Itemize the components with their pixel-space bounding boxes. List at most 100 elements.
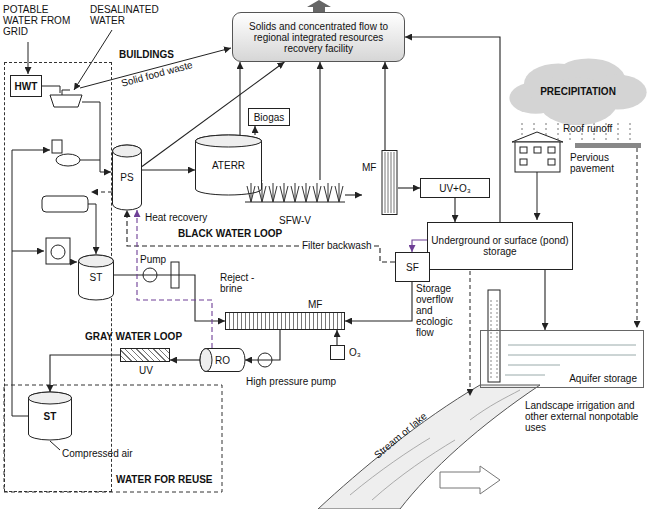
fixtures-part (51, 245, 65, 259)
stream-part (350, 390, 520, 500)
node-text: Underground or surface (pond) storage (428, 235, 572, 257)
flow-arrow (412, 240, 427, 252)
storage-tank-outline (29, 392, 72, 404)
reverse-osmosis-outline (200, 349, 212, 372)
flow-arrow (142, 169, 195, 170)
node-text: ATERR (212, 160, 245, 171)
reuse-region (4, 385, 222, 492)
membrane-filter: MF (362, 150, 398, 215)
precipitation-cloud-outline (538, 78, 617, 126)
drain-lines-part (70, 262, 77, 263)
reuse-lines-part (12, 251, 44, 252)
node-text: SF (406, 262, 419, 273)
roof-building-part (548, 147, 555, 153)
storage-tank-outline (79, 255, 114, 300)
storage-tank: ST (78, 255, 114, 300)
flow-arrow (50, 355, 120, 392)
flow-arrow (544, 270, 545, 330)
node-text: MF (362, 162, 376, 173)
ozone-box: O₃ (330, 345, 345, 360)
annotation-label: Landscape irrigation and other external … (525, 400, 643, 433)
tank-box: HWT (10, 75, 42, 97)
node-text: PRECIPITATION (540, 86, 616, 97)
fixtures-part (62, 90, 70, 95)
flow-arrow (384, 62, 385, 150)
annotation-label: Roof runoff (563, 123, 612, 134)
node-text: UV+O₃ (439, 183, 471, 194)
annotation-label: DESALINATED WATER (90, 4, 170, 26)
drain-lines-part (88, 204, 96, 254)
reverse-osmosis-outline (200, 349, 245, 372)
reactor-tank-outline (196, 135, 262, 147)
aquifer-water (488, 290, 636, 382)
annotation-label: Pump (140, 254, 166, 265)
roof-building-part (515, 142, 560, 172)
storage-box: Underground or surface (pond) storage (427, 222, 573, 270)
node-text: Biogas (254, 112, 285, 123)
fixtures-part (46, 238, 70, 264)
annotation-label: High pressure pump (246, 376, 336, 387)
node-text: MF (308, 299, 322, 310)
reuse-lines-part (12, 150, 50, 416)
recovery-box: Solids and concentrated flow to regional… (232, 12, 405, 62)
uv-box: UV (120, 348, 170, 362)
fixtures-part (52, 140, 62, 153)
membrane-filter-outline (385, 152, 394, 213)
flow-arrow (239, 62, 240, 135)
stream (318, 385, 540, 509)
membrane-filter-outline (362, 150, 398, 215)
membrane-filter-outline (382, 151, 397, 215)
roof-building-part (512, 132, 563, 142)
annotation-label: WATER FOR REUSE (116, 474, 212, 485)
annotation-label: GRAY WATER LOOP (85, 331, 182, 342)
flow-arrow (127, 210, 395, 262)
stream-part (318, 385, 540, 509)
sand-filter: SF (395, 252, 430, 282)
node-text: HWT (15, 81, 38, 92)
water-supply-lines-part (42, 86, 60, 93)
flow-arrow (398, 187, 420, 188)
drain-lines-part (80, 160, 100, 161)
tank-outline (113, 145, 142, 210)
roof-building (512, 132, 563, 220)
biogas-box: Biogas (248, 108, 290, 126)
flow-arrow (345, 282, 412, 321)
roof-building-part (537, 172, 538, 220)
export-arrow (307, 0, 331, 12)
node-text: O₃ (349, 347, 361, 358)
node-text: ST (44, 411, 57, 422)
fixtures-part (42, 196, 88, 212)
water-supply-lines-part (28, 42, 29, 74)
reactor-tank-outline (196, 135, 262, 195)
node-text: Solids and concentrated flow to regional… (239, 21, 398, 54)
tank-outline (113, 145, 142, 157)
node-text: RO (215, 355, 230, 366)
flow-arrow (245, 330, 280, 360)
roof-building-part (520, 159, 527, 165)
storage-tank: ST (28, 392, 72, 440)
node-text: PS (120, 172, 133, 183)
annotation-label: BLACK WATER LOOP (178, 228, 282, 239)
fixtures-part (50, 95, 82, 107)
membrane-filter: MF (225, 312, 345, 330)
node-text: SFW-V (279, 215, 311, 226)
roof-building-part (548, 159, 555, 165)
aquifer-region: Aquifer storage (480, 330, 644, 388)
annotation-label: POTABLE WATER FROM GRID (3, 4, 78, 37)
wetland: SFW-V (245, 180, 345, 226)
annotation-label: Heat recovery (145, 212, 207, 223)
export-arrow-part (307, 0, 331, 12)
aquifer-water-part (505, 345, 636, 375)
drain-lines-part (80, 48, 231, 88)
storage-tank-outline (79, 255, 114, 267)
flow-arrow (336, 330, 337, 345)
drain-lines-part (91, 192, 112, 193)
reverse-osmosis: RO (200, 348, 245, 372)
roof-building-part (520, 147, 527, 153)
flow-arrow (319, 62, 320, 180)
edge-label: Filter backwash (300, 240, 373, 251)
node-text: Aquifer storage (569, 373, 637, 384)
pervious-pavement-part (637, 148, 638, 328)
precipitation-cloud: PRECIPITATION (512, 62, 644, 120)
flow-arrow (405, 37, 500, 222)
